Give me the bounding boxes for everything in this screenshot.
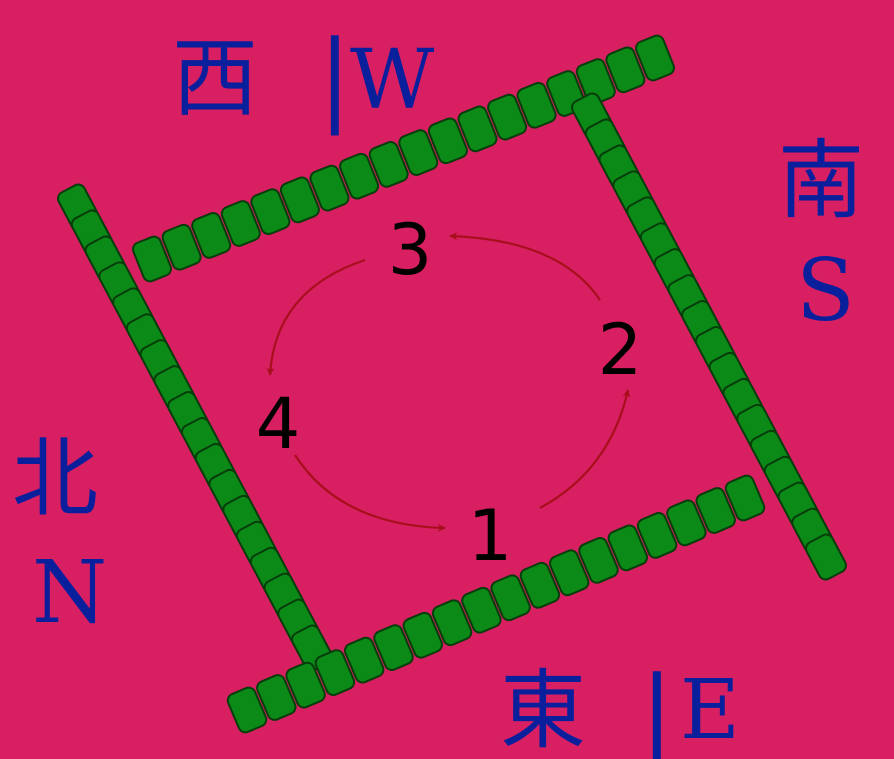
wind-east-separator: | [640, 655, 674, 759]
wind-west-separator: | [318, 19, 352, 136]
wind-west-cjk: 西 [172, 29, 258, 129]
order-number-1: 1 [468, 495, 513, 577]
wind-east-latin: E [680, 663, 740, 758]
arrow-3-to-4 [270, 260, 365, 375]
order-number-2: 2 [598, 309, 643, 391]
wind-west-latin: W [350, 33, 435, 128]
wind-south-cjk: 南 [778, 131, 864, 231]
order-number-3: 3 [388, 209, 433, 291]
order-number-4: 4 [256, 383, 301, 465]
wind-north-latin: N [32, 543, 107, 643]
arrow-2-to-3 [450, 236, 600, 300]
arrow-4-to-1 [295, 455, 445, 528]
arrow-1-to-2 [540, 390, 628, 508]
wind-east-cjk: 東 [500, 661, 586, 759]
wind-south-latin: S [796, 241, 855, 341]
wind-north-cjk: 北 [12, 429, 98, 529]
